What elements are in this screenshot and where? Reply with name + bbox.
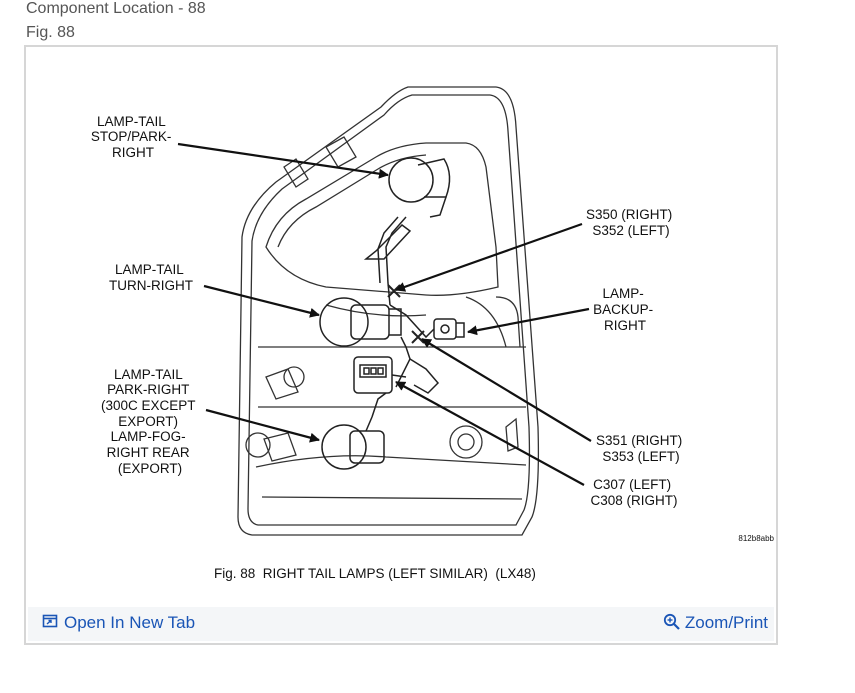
arrow-c307 [395, 381, 585, 486]
zoom-print-label: Zoom/Print [684, 613, 768, 632]
arrow-backup [467, 307, 590, 336]
open-new-tab-icon [42, 614, 58, 631]
arrow-s351 [421, 338, 592, 442]
zoom-magnifier-icon [663, 613, 680, 631]
arrow-stop-park [177, 142, 389, 179]
harness-connector [363, 224, 412, 260]
harness-mid [395, 336, 411, 388]
splice-s351-mark [411, 330, 425, 344]
stop-park-bulb [388, 157, 451, 218]
bulbs-and-wiring [319, 157, 465, 470]
harness-upper-b [377, 216, 399, 284]
zoom-print-button[interactable]: Zoom/Print [663, 613, 768, 633]
callout-arrows [177, 142, 592, 486]
callout-turn: LAMP-TAIL TURN-RIGHT [109, 262, 193, 293]
harness-clip [409, 358, 440, 394]
backup-socket [433, 318, 465, 340]
harness-lower [371, 392, 387, 418]
lamp-housing [237, 86, 540, 536]
figure-number: Fig. 88 [26, 24, 75, 41]
arrow-s350 [395, 222, 583, 292]
image-code: 812b8abb [738, 534, 774, 543]
harness-upper [385, 216, 407, 306]
callout-stop-park: LAMP-TAIL STOP/PARK- RIGHT [91, 114, 175, 160]
figure-toolbar: Open In New Tab Zoom/Print [28, 607, 774, 641]
open-in-new-tab-label: Open In New Tab [64, 613, 196, 632]
callout-park-fog: LAMP-TAIL PARK-RIGHT (300C EXCEPT EXPORT… [101, 367, 199, 476]
c307-connector [353, 356, 407, 394]
figure-caption: Fig. 88 RIGHT TAIL LAMPS (LEFT SIMILAR) … [214, 566, 536, 581]
harness-backup [389, 304, 435, 339]
arrow-turn [203, 284, 320, 318]
page-title: Component Location - 88 [26, 0, 206, 17]
callout-s350: S350 (RIGHT) S352 (LEFT) [586, 207, 676, 238]
arrow-park-fog [205, 408, 320, 443]
tail-lamp-diagram: LAMP-TAIL STOP/PARK- RIGHT LAMP-TAIL TUR… [91, 86, 775, 581]
callout-s351: S351 (RIGHT) S353 (LEFT) [596, 433, 686, 464]
park-fog-bulb [321, 416, 385, 470]
splice-s350-mark [387, 284, 401, 298]
turn-bulb [319, 297, 402, 347]
figure-frame: LAMP-TAIL STOP/PARK- RIGHT LAMP-TAIL TUR… [24, 45, 778, 645]
callout-c307: C307 (LEFT) C308 (RIGHT) [590, 477, 677, 508]
open-in-new-tab-button[interactable]: Open In New Tab [42, 613, 195, 633]
callout-backup: LAMP- BACKUP- RIGHT [593, 286, 657, 333]
